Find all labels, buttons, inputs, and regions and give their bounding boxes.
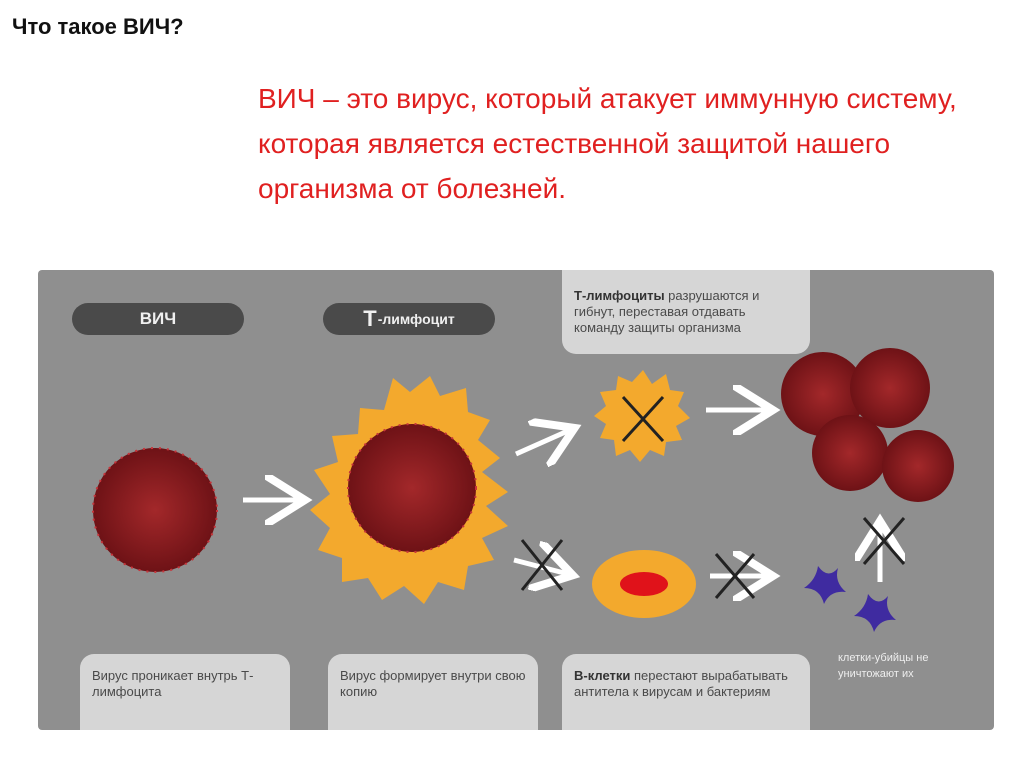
b-cell (592, 550, 696, 618)
virus-cluster (781, 348, 954, 502)
note-b3-text: перестают вырабатывать антитела к вируса… (574, 668, 788, 699)
diagram-graphics (92, 348, 954, 632)
note-top-bold: Т-лимфоциты (574, 288, 665, 303)
note-top-text: разрушаются и гибнут, переставая отдават… (574, 288, 760, 335)
label-hiv: ВИЧ (72, 303, 244, 335)
note-b3-bold: В-клетки (574, 668, 631, 683)
label-t-letter: Т (363, 306, 377, 331)
hiv-definition: ВИЧ – это вирус, который атакует иммунну… (258, 83, 957, 204)
blocked-path-crosses (520, 517, 906, 599)
label-t-lymphocyte: Т-лимфоцит (323, 303, 495, 335)
hiv-virus (92, 447, 218, 573)
t-lymphocyte-infected (310, 376, 508, 604)
destroyed-t-cell (594, 370, 690, 462)
hiv-diagram-panel: ВИЧ Т-лимфоцит Т-лимфоциты разрушаются и… (38, 270, 994, 730)
note-virus-penetrates: Вирус проникает внутрь Т-лимфоцита (80, 654, 290, 730)
note-virus-copies: Вирус формирует внутри свою копию (328, 654, 538, 730)
note-b-cells: В-клетки перестают вырабатывать антитела… (562, 654, 810, 730)
note-t-lymphocytes-destroyed: Т-лимфоциты разрушаются и гибнут, перест… (562, 270, 810, 354)
note-killer-cells: клетки-убийцы не уничтожают их (838, 652, 929, 680)
killer-cells (804, 566, 896, 632)
label-t-suffix: -лимфоцит (377, 311, 455, 327)
page-title: Что такое ВИЧ? (12, 14, 184, 39)
